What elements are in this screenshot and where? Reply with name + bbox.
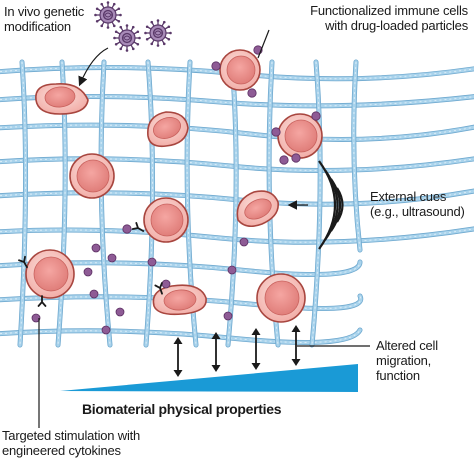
label-biomaterial: Biomaterial physical properties	[82, 401, 282, 417]
label-external-cues-line2: (e.g., ultrasound)	[370, 204, 465, 219]
receptor-icon	[154, 282, 163, 295]
fiber-texture	[0, 295, 362, 309]
cell-nucleus	[163, 289, 197, 311]
virus-icon	[94, 1, 122, 29]
fiber-strand-inner	[226, 60, 238, 347]
fiber-texture	[0, 95, 474, 107]
cell-nucleus	[284, 119, 318, 153]
cell-nucleus	[244, 198, 272, 220]
double-arrow-group	[173, 325, 301, 377]
cell-nucleus	[76, 159, 110, 193]
label-external-cues-line1: External cues	[370, 189, 447, 204]
drug-particle	[161, 279, 171, 289]
fiber-texture	[0, 228, 474, 243]
label-in-vivo: In vivo genetic modification	[4, 4, 84, 34]
drug-particle	[227, 265, 237, 275]
fiber-texture	[0, 190, 474, 205]
label-functionalized-line2: with drug-loaded particles	[325, 18, 468, 33]
label-functionalized-line1: Functionalized immune cells	[310, 3, 468, 18]
fiber-texture	[19, 61, 27, 346]
functionalized-leader	[257, 29, 270, 59]
label-targeted-line2: engineered cytokines	[2, 443, 121, 458]
fiber-texture	[0, 158, 474, 171]
drug-particle	[247, 88, 257, 98]
receptor-icon	[131, 222, 145, 232]
drug-particle	[91, 243, 101, 253]
label-altered-line3: function	[376, 368, 420, 383]
label-altered-line2: migration,	[376, 353, 432, 368]
fiber-texture	[0, 124, 474, 140]
fiber-strand-inner	[310, 60, 322, 347]
double-arrow-icon	[211, 332, 221, 372]
label-targeted: Targeted stimulation with engineered cyt…	[2, 428, 140, 458]
drug-particle	[279, 155, 289, 165]
receptor-icon	[18, 255, 28, 269]
drug-particle	[83, 267, 93, 277]
drug-particle	[271, 127, 281, 137]
drug-particle	[122, 224, 132, 234]
drug-particle	[107, 253, 117, 263]
virus-icon	[144, 19, 172, 47]
label-in-vivo-line2: modification	[4, 19, 71, 34]
drug-particle	[239, 237, 249, 247]
fiber-texture	[100, 61, 111, 346]
label-external-cues: External cues (e.g., ultrasound)	[370, 189, 465, 219]
label-functionalized: Functionalized immune cells with drug-lo…	[310, 3, 468, 33]
drug-particle	[291, 153, 301, 163]
drug-particle	[311, 111, 321, 121]
annotation-lines	[38, 29, 370, 428]
double-arrow-icon	[173, 337, 183, 377]
fiber-strand-inner	[144, 60, 155, 347]
double-arrow-icon	[251, 328, 261, 370]
fiber-texture	[353, 61, 361, 251]
cell-nucleus	[153, 117, 181, 139]
virus-icon	[113, 24, 141, 52]
cell-layer	[18, 45, 323, 335]
cell-nucleus	[150, 203, 184, 237]
drug-particle	[147, 257, 157, 267]
label-altered-line1: Altered cell	[376, 338, 438, 353]
drug-particle	[89, 289, 99, 299]
fiber-texture	[0, 261, 361, 275]
cell-nucleus	[226, 55, 256, 85]
genetic-mod-arrow-icon	[78, 47, 109, 87]
label-targeted-line1: Targeted stimulation with	[2, 428, 141, 443]
drug-particle	[115, 307, 125, 317]
double-arrow-icon	[291, 325, 301, 366]
label-in-vivo-line1: In vivo genetic	[4, 4, 85, 19]
drug-particle	[223, 311, 233, 321]
cell-nucleus	[264, 280, 300, 316]
label-altered: Altered cell migration, function	[376, 338, 438, 383]
biomaterial-gradient-wedge	[60, 364, 358, 392]
drug-particle	[31, 313, 41, 323]
drug-particle	[211, 61, 221, 71]
cell-nucleus	[44, 86, 76, 108]
drug-particle	[101, 325, 111, 335]
virus-group	[94, 1, 172, 52]
receptor-icon	[37, 295, 47, 307]
ultrasound-wave-icon	[318, 160, 344, 250]
cell-nucleus	[33, 256, 69, 292]
